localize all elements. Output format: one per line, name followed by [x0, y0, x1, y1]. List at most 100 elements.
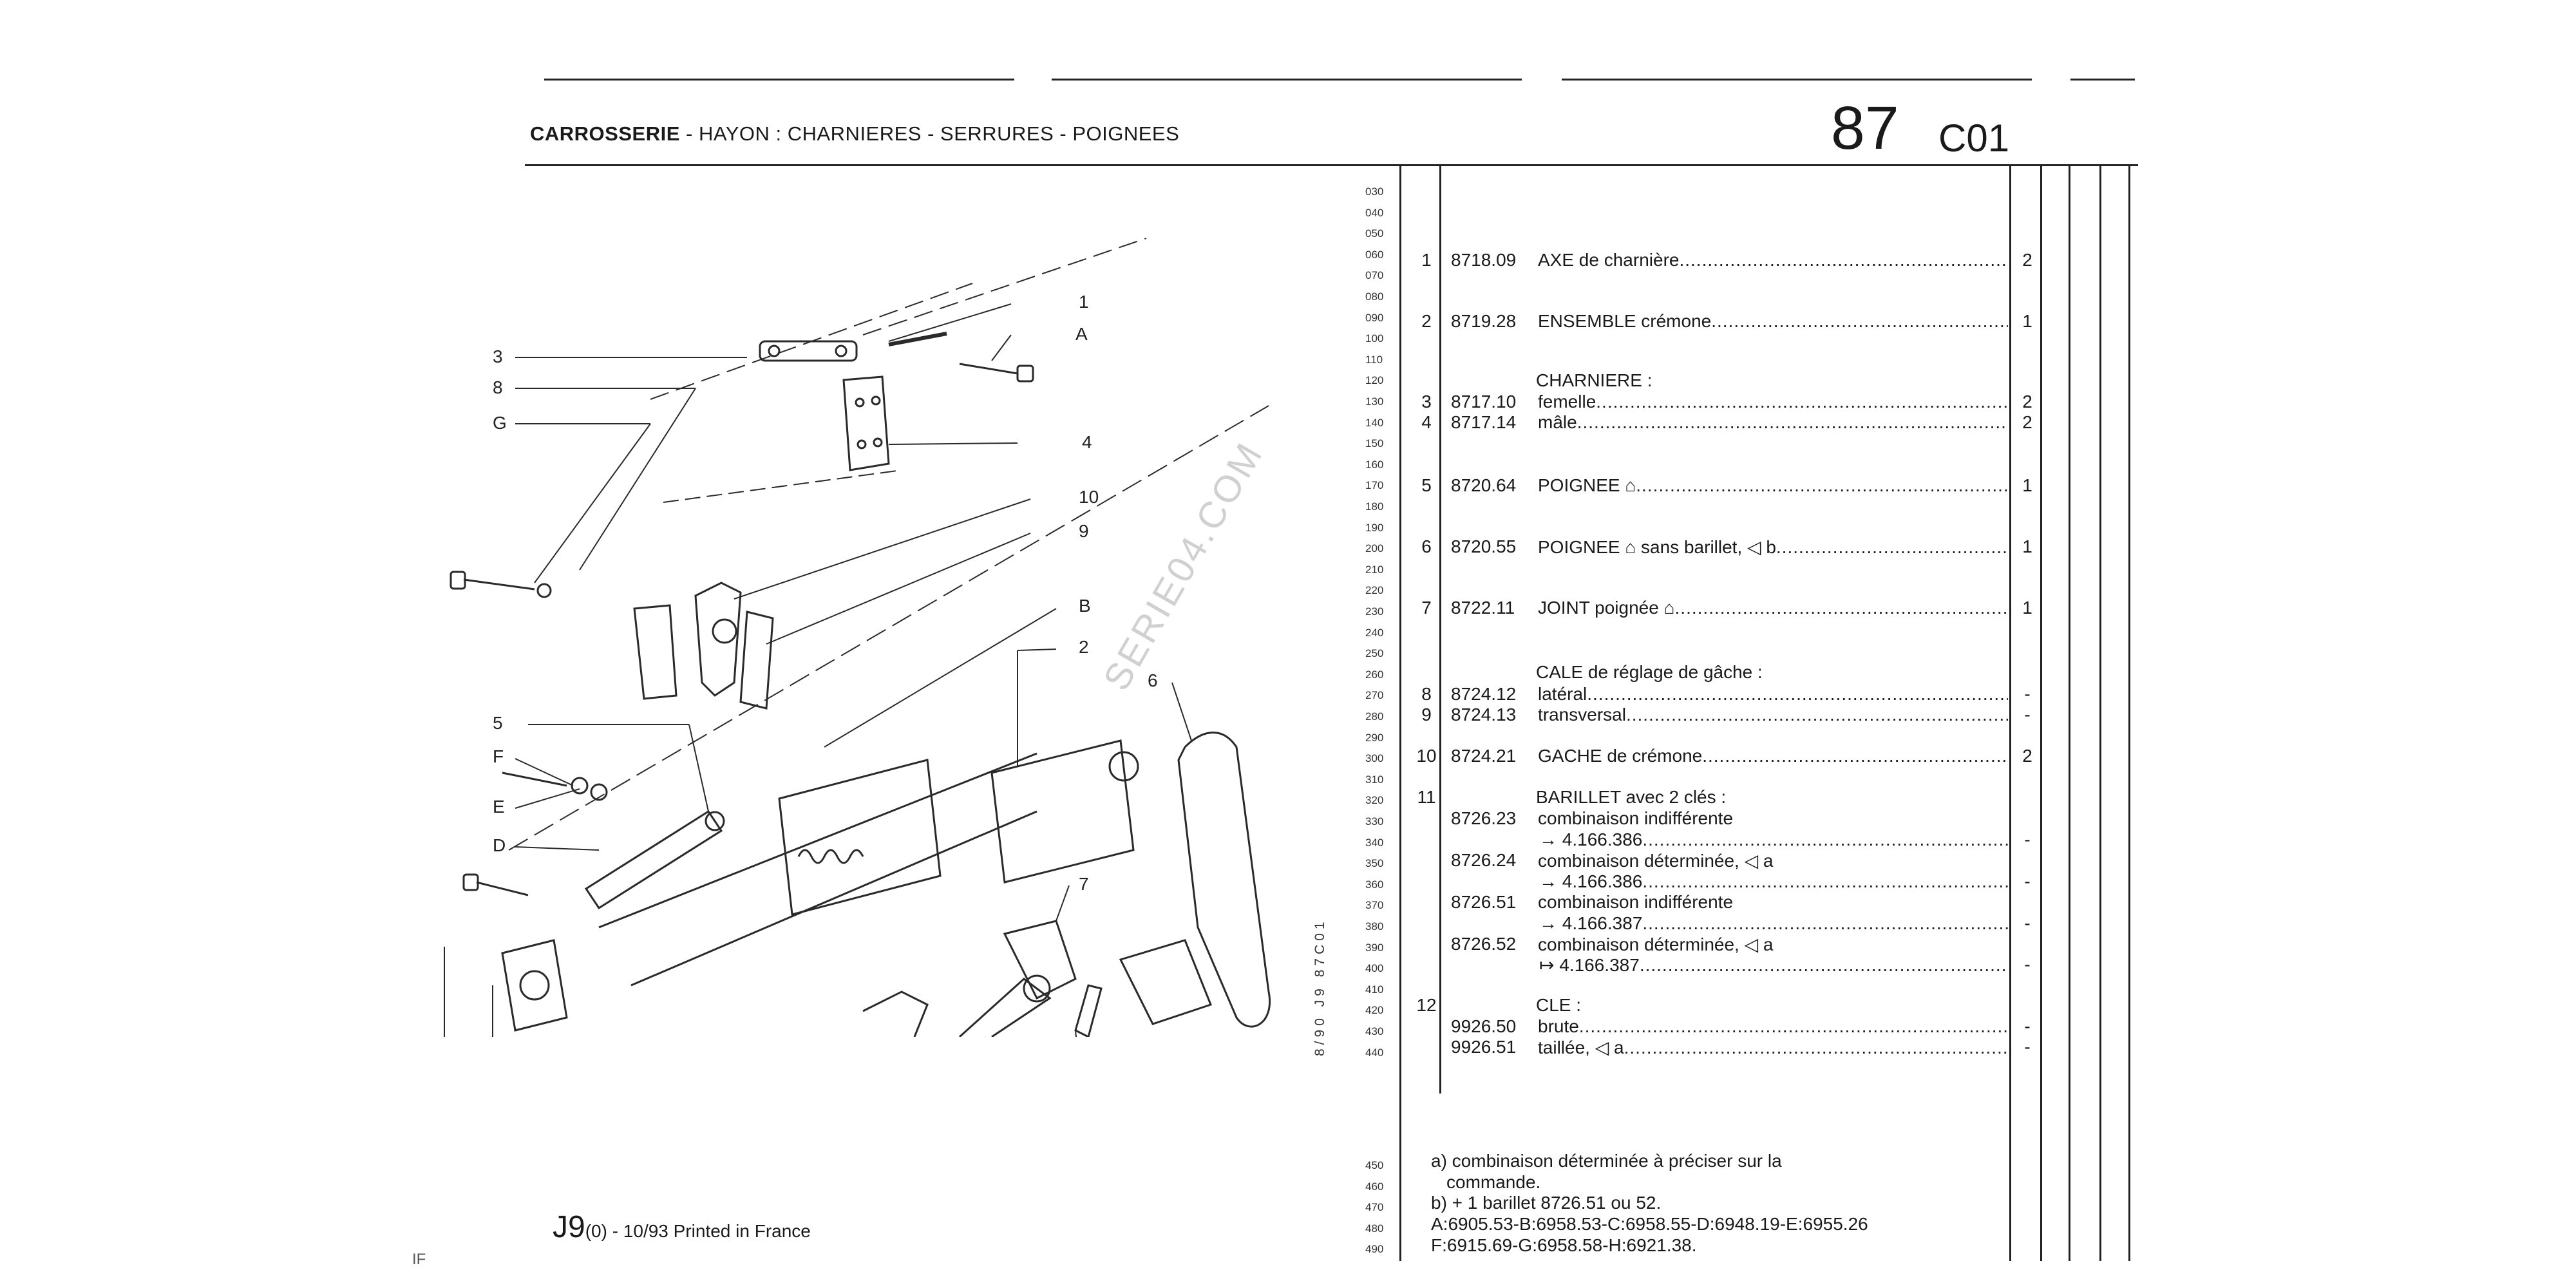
- part-group-heading: CLE :: [1536, 995, 1582, 1015]
- line-number: 130: [1365, 395, 1384, 408]
- title-sub: HAYON : CHARNIERES - SERRURES - POIGNEES: [698, 122, 1180, 145]
- line-number: 200: [1365, 542, 1384, 555]
- line-number: 260: [1365, 668, 1384, 681]
- line-number: 240: [1365, 626, 1384, 639]
- part-description-text: combinaison indifférente: [1538, 892, 1734, 912]
- leader-dots: ........................................…: [1639, 955, 2008, 975]
- part-description-text: brute: [1538, 1016, 1579, 1036]
- part-sub-reference: ↦ 4.166.387.............................…: [1539, 954, 2008, 976]
- callout-8: 8: [493, 377, 503, 397]
- part-description: transversal.............................…: [1538, 705, 2008, 725]
- part-description-text: mâle: [1538, 412, 1577, 432]
- top-rule-3: [1562, 79, 2032, 80]
- line-number: 090: [1365, 311, 1384, 324]
- part-quantity: 1: [2022, 598, 2032, 618]
- lever-part: [502, 772, 725, 910]
- part-description-text: → 4.166.387: [1539, 913, 1643, 933]
- part-quantity: -: [2024, 829, 2031, 849]
- part-sub-reference: → 4.166.387.............................…: [1539, 913, 2008, 934]
- part-quantity: 2: [2022, 746, 2032, 766]
- part-description-text: GACHE de crémone: [1538, 746, 1703, 766]
- axle-pin-part: [888, 332, 947, 346]
- part-quantity: 1: [2022, 536, 2032, 556]
- part-item-number: 5: [1421, 475, 1432, 495]
- part-description-text: AXE de charnière: [1538, 250, 1680, 270]
- part-group-heading: CHARNIERE :: [1536, 370, 1653, 390]
- hinge-male-part: [842, 375, 890, 471]
- part-reference: 8726.23: [1451, 808, 1517, 828]
- keeper-assembly-part: [450, 571, 774, 710]
- part-item-number: 4: [1421, 412, 1432, 432]
- part-quantity: 2: [2022, 392, 2032, 412]
- leader-dots: ........................................…: [1642, 913, 2008, 933]
- guide-line: [862, 238, 1147, 336]
- leader-dots: ........................................…: [1674, 598, 2008, 618]
- line-number: 050: [1365, 227, 1384, 240]
- line-number: 110: [1365, 353, 1383, 366]
- line-number: 370: [1365, 899, 1384, 912]
- part-description: JOINT poignée ⌂.........................…: [1538, 598, 2008, 618]
- footer-code: J9: [553, 1210, 585, 1244]
- part-description: ENSEMBLE crémone........................…: [1538, 311, 2008, 332]
- line-number: 340: [1365, 836, 1384, 849]
- note-line: F:6915.69-G:6958.58-H:6921.38.: [1431, 1235, 1697, 1255]
- part-item-number: 11: [1417, 787, 1436, 807]
- part-quantity: 1: [2022, 475, 2032, 495]
- part-reference: 8726.52: [1451, 934, 1517, 954]
- part-group-heading: CALE de réglage de gâche :: [1536, 662, 1763, 682]
- part-description-text: combinaison déterminée, ◁ a: [1538, 934, 1774, 954]
- part-description-text: transversal: [1538, 705, 1626, 724]
- callout-4: 4: [1082, 432, 1092, 452]
- part-reference: 8720.55: [1451, 536, 1517, 556]
- leader-dots: ........................................…: [1776, 537, 2008, 557]
- leader-dots: ........................................…: [1679, 250, 2008, 270]
- line-number: 190: [1365, 521, 1384, 534]
- barrel-key-part: [958, 974, 1103, 1037]
- part-quantity: -: [2024, 871, 2031, 891]
- col-divider-extra-1: [2069, 166, 2070, 1261]
- part-description-text: ↦ 4.166.387: [1539, 955, 1640, 975]
- part-description: combinaison déterminée, ◁ a: [1538, 850, 2008, 871]
- part-sub-reference: → 4.166.386.............................…: [1539, 829, 2008, 850]
- leader-dots: ........................................…: [1702, 746, 2008, 766]
- line-number: 360: [1365, 878, 1384, 891]
- callout-10: 10: [1079, 487, 1099, 507]
- leader-dots: ........................................…: [1596, 392, 2008, 412]
- col-divider-extra-3: [2128, 166, 2130, 1261]
- guide-line: [663, 469, 902, 503]
- part-description: taillée, ◁ a............................…: [1538, 1037, 2008, 1058]
- part-description-text: → 4.166.386: [1539, 829, 1643, 849]
- part-item-number: 1: [1421, 250, 1432, 270]
- leader-dots: ........................................…: [1578, 1016, 2008, 1036]
- part-item-number: 7: [1421, 598, 1432, 618]
- line-number: 400: [1365, 962, 1384, 975]
- line-number: 300: [1365, 752, 1384, 765]
- part-description: latéral.................................…: [1538, 684, 2008, 705]
- part-description-text: ENSEMBLE crémone: [1538, 311, 1712, 331]
- line-number: 070: [1365, 269, 1384, 282]
- part-item-number: 8: [1421, 684, 1432, 704]
- part-description-text: taillée, ◁ a: [1538, 1037, 1624, 1057]
- line-number: 060: [1365, 248, 1384, 261]
- part-reference: 8718.09: [1451, 250, 1517, 270]
- part-item-number: 10: [1416, 746, 1437, 766]
- part-sub-reference: → 4.166.386.............................…: [1539, 871, 2008, 892]
- note-line-number: 470: [1365, 1201, 1384, 1213]
- part-reference: 8719.28: [1451, 311, 1517, 331]
- line-number: 180: [1365, 500, 1384, 513]
- leader-dots: ........................................…: [1625, 705, 2008, 724]
- part-description-text: JOINT poignée ⌂: [1538, 598, 1675, 618]
- callout-b: B: [1079, 596, 1091, 616]
- side-code: 8/90 J9 87C01: [1312, 918, 1327, 1056]
- page-number: 87: [1831, 94, 1899, 162]
- note-line: A:6905.53-B:6958.53-C:6958.55-D:6948.19-…: [1431, 1214, 1868, 1234]
- handle-part: [1119, 732, 1271, 1028]
- note-line-number: 460: [1365, 1180, 1384, 1193]
- callout-g: G: [493, 413, 507, 433]
- spring-part: [797, 849, 864, 864]
- callout-1: 1: [1079, 292, 1089, 312]
- note-line: a) combinaison déterminée à préciser sur…: [1431, 1151, 1782, 1171]
- part-description-text: femelle: [1538, 392, 1596, 412]
- part-description-text: combinaison indifférente: [1538, 808, 1734, 828]
- line-number: 270: [1365, 689, 1384, 702]
